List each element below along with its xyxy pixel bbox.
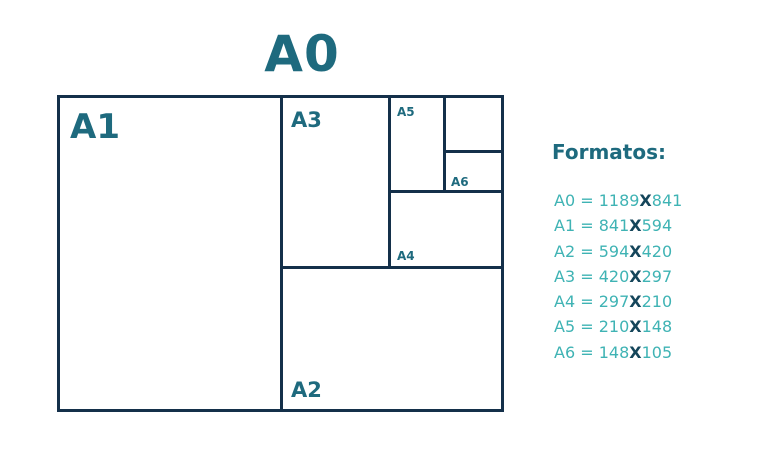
times-sign: X <box>639 191 652 210</box>
times-sign: X <box>629 317 642 337</box>
equals-sign: = <box>575 342 599 362</box>
a0-frame-left <box>57 95 60 412</box>
legend-row-a3: A3 = 420X297 <box>554 264 752 289</box>
label-a6: A6 <box>451 175 469 189</box>
label-a1: A1 <box>70 107 120 147</box>
format-height: 210 <box>641 292 673 312</box>
a1-divider <box>280 95 283 412</box>
equals-sign: = <box>575 266 599 286</box>
format-width: 594 <box>598 241 630 261</box>
format-name: A5 <box>554 317 576 337</box>
times-sign: X <box>629 266 642 286</box>
equals-sign: = <box>575 241 599 261</box>
format-width: 297 <box>598 292 630 312</box>
a0-frame-right <box>501 95 504 412</box>
format-width: 210 <box>598 317 630 337</box>
times-sign: X <box>629 342 642 362</box>
a6-divider <box>443 150 504 153</box>
a3-divider <box>388 95 391 269</box>
a5-divider <box>443 95 446 193</box>
formats-legend: Formatos: A0 = 1189X841 A1 = 841X594 A2 … <box>552 138 752 365</box>
legend-row-a0: A0 = 1189X841 <box>554 188 752 213</box>
a4-divider <box>388 190 504 193</box>
format-name: A1 <box>554 216 576 236</box>
format-height: 594 <box>641 216 673 236</box>
format-name: A3 <box>554 266 576 286</box>
equals-sign: = <box>575 317 599 337</box>
format-height: 105 <box>641 342 673 362</box>
format-width: 148 <box>598 342 630 362</box>
times-sign: X <box>629 216 642 236</box>
format-name: A2 <box>554 241 576 261</box>
equals-sign: = <box>575 191 599 210</box>
legend-row-a4: A4 = 297X210 <box>554 289 752 314</box>
label-a2: A2 <box>291 378 322 402</box>
format-width: 420 <box>598 266 630 286</box>
format-height: 297 <box>641 266 673 286</box>
legend-row-a6: A6 = 148X105 <box>554 340 752 365</box>
legend-title: Formatos: <box>552 140 666 164</box>
format-width: 841 <box>598 216 630 236</box>
a2-divider <box>280 266 504 269</box>
equals-sign: = <box>575 216 599 236</box>
format-height: 420 <box>641 241 673 261</box>
diagram-title: A0 <box>264 25 340 83</box>
format-name: A0 <box>554 191 576 210</box>
format-name: A6 <box>554 342 576 362</box>
label-a5: A5 <box>397 105 415 119</box>
label-a4: A4 <box>397 249 415 263</box>
format-height: 841 <box>651 191 683 210</box>
format-name: A4 <box>554 292 576 312</box>
format-height: 148 <box>641 317 673 337</box>
format-width: 1189 <box>598 191 640 210</box>
times-sign: X <box>629 292 642 312</box>
legend-row-a5: A5 = 210X148 <box>554 314 752 339</box>
legend-row-a1: A1 = 841X594 <box>554 213 752 238</box>
equals-sign: = <box>575 292 599 312</box>
label-a3: A3 <box>291 108 322 132</box>
times-sign: X <box>629 241 642 261</box>
legend-row-a2: A2 = 594X420 <box>554 239 752 264</box>
